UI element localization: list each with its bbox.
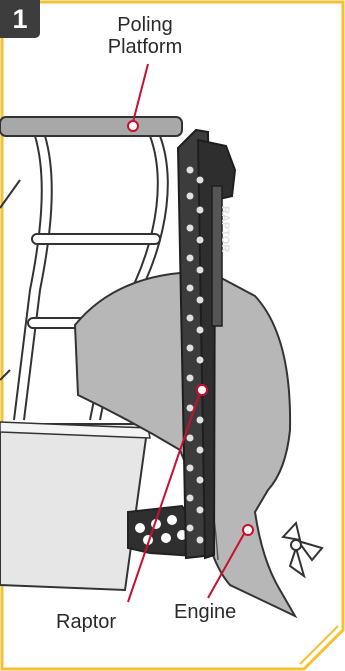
raptor-panel-logo: RAPTOR	[219, 206, 231, 252]
poling-platform-deck	[0, 117, 182, 136]
label-engine: Engine	[174, 601, 236, 623]
label-raptor: Raptor	[56, 611, 116, 633]
step-number-badge: 1	[0, 0, 40, 38]
boat-hull	[0, 424, 147, 590]
label-poling-platform: Poling Platform	[96, 14, 194, 58]
